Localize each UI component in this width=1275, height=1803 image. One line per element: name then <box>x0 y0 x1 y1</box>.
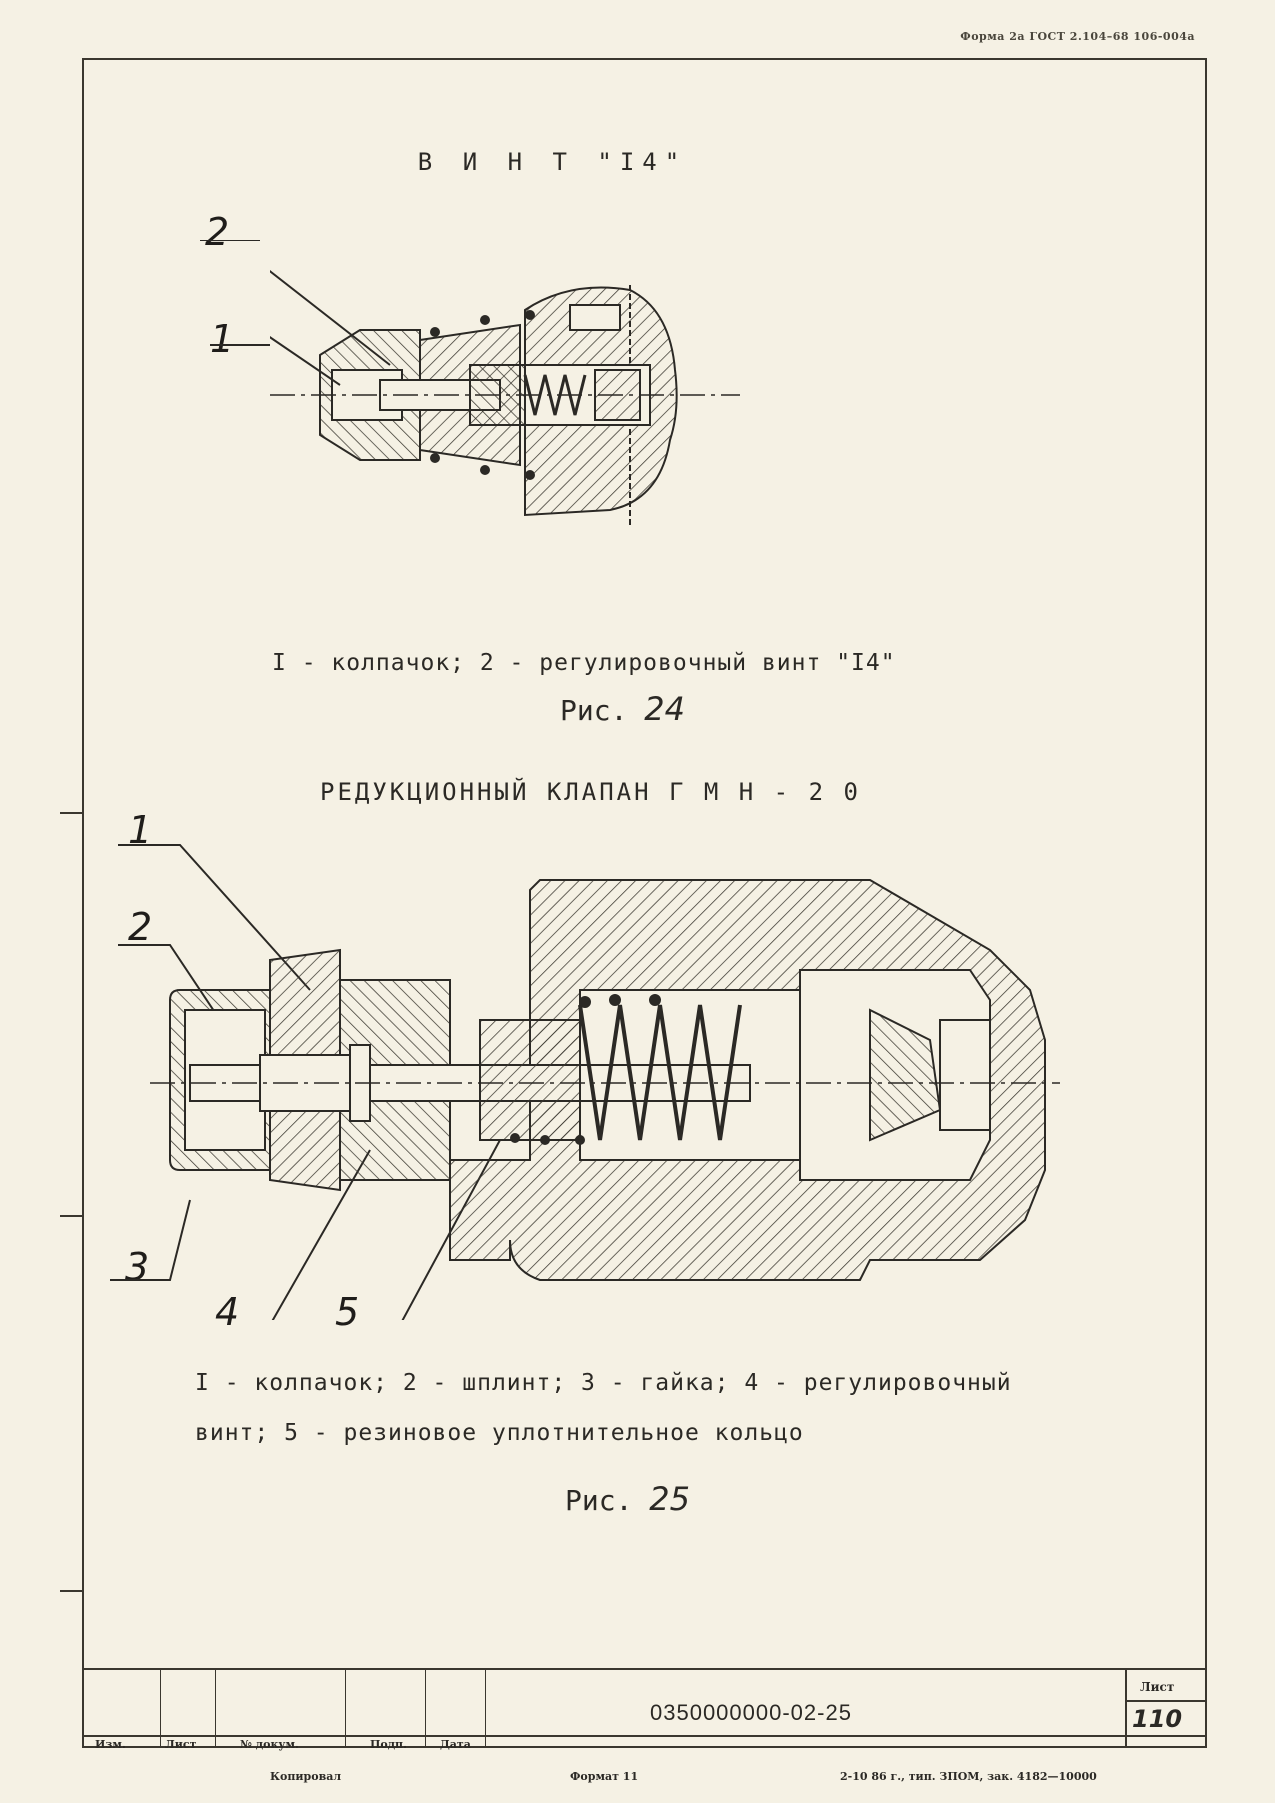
figure2-callout-4: 4 <box>215 1290 240 1334</box>
title-block-col-list: Лист <box>165 1738 197 1751</box>
binding-mark-top <box>60 812 82 814</box>
figure2-label: Рис. 25 <box>565 1480 690 1518</box>
title-block-col-izm: Изм. <box>95 1738 126 1751</box>
figure2-label-prefix: Рис. <box>565 1484 633 1517</box>
figure1-callout-1: 1 <box>210 317 235 361</box>
title-block-col-3 <box>345 1668 346 1748</box>
figure1-drawing <box>270 270 740 525</box>
title-block-mid-rule <box>82 1735 1207 1737</box>
title-block-col-date: Дата <box>440 1738 471 1751</box>
copied-by-label: Копировал <box>270 1770 342 1783</box>
title-block-col-2 <box>215 1668 216 1748</box>
figure1-caption: I - колпачок; 2 - регулировочный винт "I… <box>272 650 896 676</box>
binding-mark-bottom <box>60 1590 82 1592</box>
sheet-label: Лист <box>1140 1680 1175 1694</box>
figure2-title: РЕДУКЦИОННЫЙ КЛАПАН Г М Н - 2 0 <box>320 778 861 806</box>
figure2-callout-3: 3 <box>125 1245 150 1289</box>
title-block-sheet-divider <box>1125 1668 1127 1748</box>
document-number: 0350000000-02-25 <box>650 1700 852 1725</box>
figure2-label-number: 25 <box>649 1480 691 1518</box>
figure2-drawing <box>110 844 1060 1320</box>
figure1-callout-2: 2 <box>205 210 230 254</box>
title-block-col-sign: Подп. <box>370 1738 407 1751</box>
binding-mark-mid <box>60 1215 82 1217</box>
title-block-col-5 <box>485 1668 486 1748</box>
printer-info: 2-10 86 г., тип. ЗПОМ, зак. 4182—10000 <box>840 1770 1097 1783</box>
title-block-top-rule <box>82 1668 1207 1670</box>
sheet-number: 110 <box>1132 1705 1183 1733</box>
figure1-label-number: 24 <box>644 690 686 728</box>
figure1-title: В И Н Т "I4" <box>0 148 1255 176</box>
page-frame <box>82 58 1207 1748</box>
title-block-sheet-rule <box>1125 1700 1207 1702</box>
figure2-callout-2: 2 <box>128 905 153 949</box>
figure2-caption-line2: винт; 5 - резиновое уплотнительное кольц… <box>195 1420 804 1446</box>
figure2-caption-line1: I - колпачок; 2 - шплинт; 3 - гайка; 4 -… <box>195 1370 1012 1396</box>
figure1-leader-lines <box>200 240 270 346</box>
title-block-col-doc: № докум. <box>240 1738 299 1751</box>
figure1-label-prefix: Рис. <box>560 694 628 727</box>
title-block-col-4 <box>425 1668 426 1748</box>
title-block-col-1 <box>160 1668 161 1748</box>
figure1-label: Рис. 24 <box>560 690 685 728</box>
format-label: Формат 11 <box>570 1770 639 1783</box>
figure2-callout-5: 5 <box>335 1290 360 1334</box>
figure1-title-text: В И Н Т "I4" <box>417 148 688 176</box>
form-header: Форма 2а ГОСТ 2.104–68 106-004а <box>960 30 1195 43</box>
